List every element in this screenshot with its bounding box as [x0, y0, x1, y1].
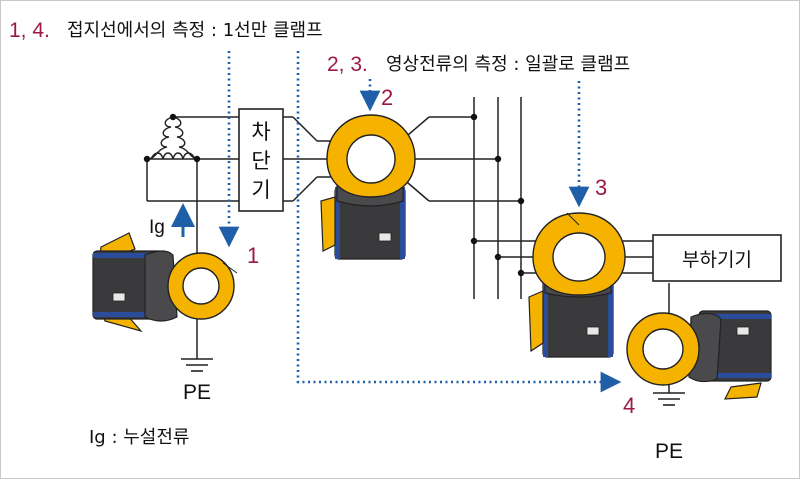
breaker-label-1: 차: [251, 120, 270, 144]
wire-junctions: [143, 113, 201, 163]
bus-lines: [473, 97, 522, 299]
heading-1-text: 접지선에서의 측정 : 1선만 클램프: [67, 20, 323, 41]
breaker-label-2: 단: [251, 149, 270, 173]
marker-2: 2: [381, 85, 393, 110]
heading-2-text: 영상전류의 측정 : 일괄로 클램프: [386, 54, 630, 75]
clamp-meter-1: [92, 232, 238, 333]
heading-2-prefix: 2, 3.: [327, 53, 368, 76]
marker-4: 4: [623, 393, 635, 418]
pe-label-left: PE: [183, 381, 211, 404]
marker-1: 1: [247, 243, 259, 268]
pointer-arrow-4: [296, 51, 622, 393]
pe-label-right: PE: [655, 440, 683, 463]
heading-1-prefix: 1, 4.: [9, 19, 50, 42]
legend-text: Ig : 누설전류: [89, 427, 189, 448]
breaker-label-3: 기: [251, 178, 270, 202]
ground-symbol-right: [653, 392, 685, 406]
marker-3: 3: [595, 175, 607, 200]
pointer-arrows: [218, 51, 622, 393]
transformer-coils: [148, 116, 198, 160]
load-device: 부하기기: [652, 234, 782, 282]
ig-label: Ig: [149, 217, 165, 238]
breaker: 차 단 기: [238, 108, 284, 212]
load-label: 부하기기: [682, 249, 752, 271]
clamp-meter-4: [626, 310, 772, 400]
ground-symbol-left: [181, 358, 213, 372]
clamp-meter-2: [320, 114, 416, 260]
clamp-meter-3: [528, 212, 626, 358]
wiring-left: [146, 116, 239, 359]
